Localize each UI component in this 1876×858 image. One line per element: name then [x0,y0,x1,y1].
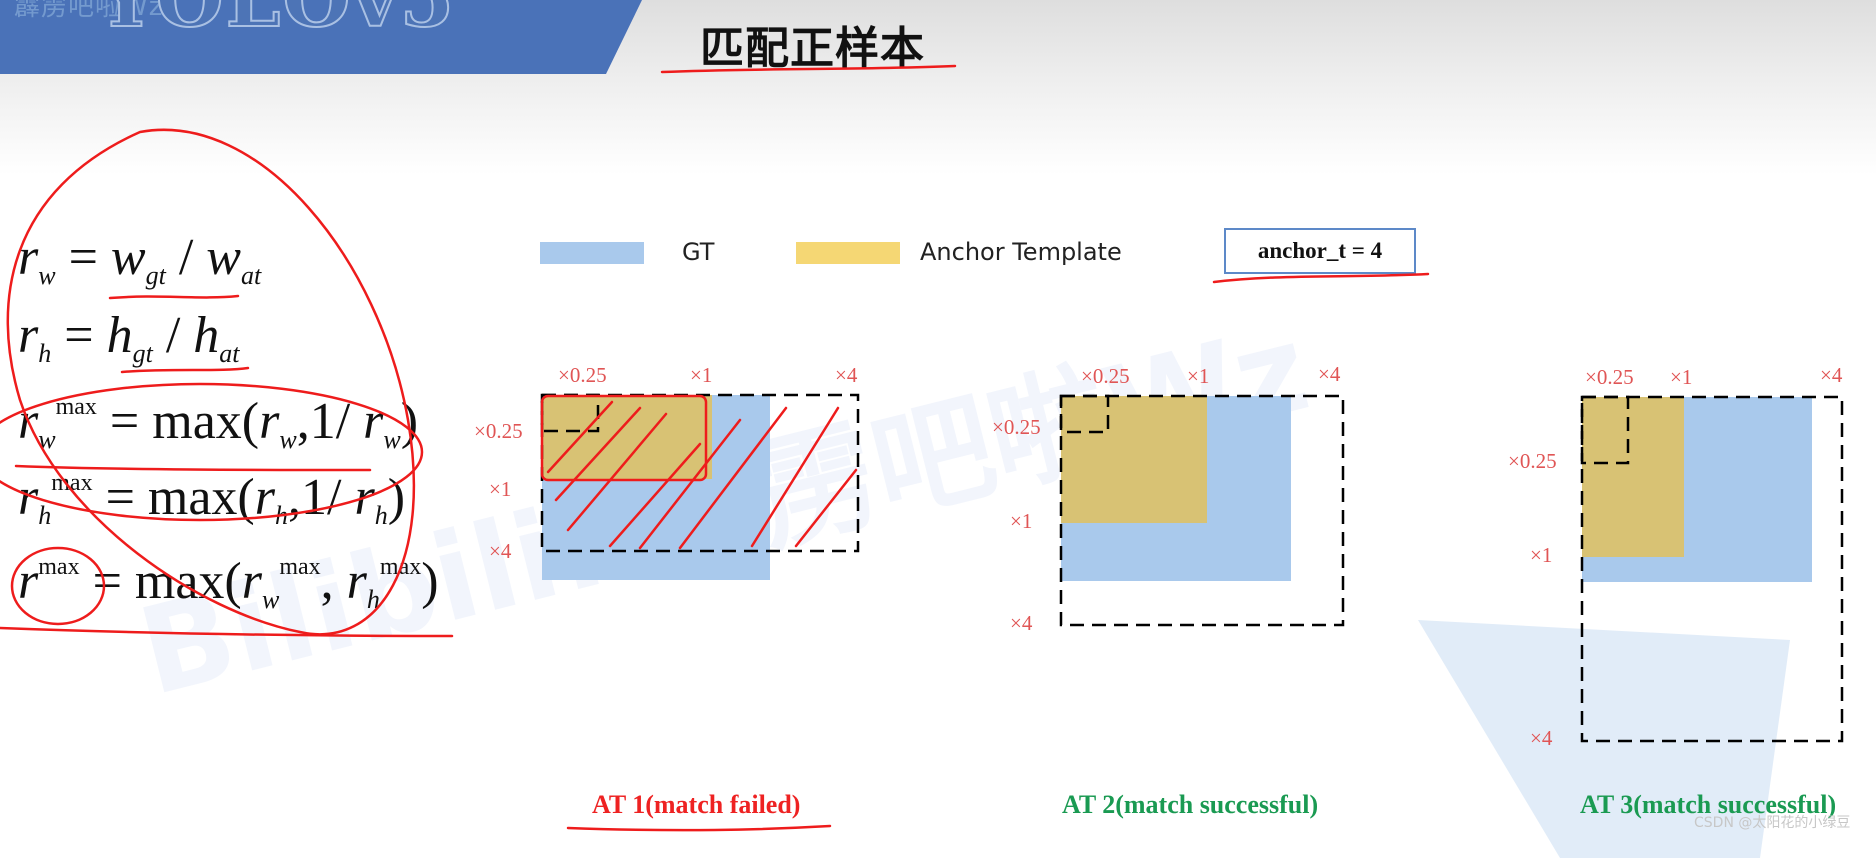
panel-1-anchor-highlight [540,394,708,482]
panel-1-anchor-box [542,395,712,479]
header-banner: 霹雳吧啦Wz YOLOv5 [0,0,660,76]
formula-rh: rh = hgt / hat [18,307,240,368]
formula-rh-max: rhmax = max(rh,1/ rh) [18,469,406,530]
csdn-credit: CSDN @太阳花的小绿豆 [1694,815,1851,831]
panel-3-watermark-shape [1418,620,1790,858]
title-underline [660,64,957,74]
panel-3: ×0.25 ×1 ×4 ×0.25 ×1 ×4 [1418,363,1844,858]
rmax-oval [10,546,106,626]
panel-1-hatch-7 [750,406,840,548]
panel-1-caption: AT 1(match failed) [592,790,801,819]
panel-2-top-025: ×0.25 [1081,364,1130,388]
banner-channel-text: 霹雳吧啦Wz [14,0,164,22]
panel-3-left-4: ×4 [1530,726,1553,750]
panel-1-hatch-5 [638,418,742,550]
formula-r-max: rmax = max(rwmax, rhmax) [18,553,439,614]
formula-rw: rw = wgt / wat [18,229,262,290]
panel-1-top-4: ×4 [835,363,858,387]
big-oval [6,128,416,636]
panel-1-hatch-1 [546,400,614,474]
panel-1-left-025: ×0.25 [474,419,523,443]
anchor-t-underline [1212,272,1430,284]
panel-2: ×0.25 ×1 ×4 ×0.25 ×1 ×4 [992,362,1345,635]
panel-1-hatch-2 [554,406,642,502]
wgt-underline [108,294,240,300]
panel-2-caption: AT 2(match successful) [1062,790,1319,819]
panel-1-hatch-8 [794,468,858,548]
banner-logo: YOLOv5 [97,0,456,46]
hgt-underline [120,366,250,374]
panel-2-top-4: ×4 [1318,362,1341,386]
rmax-underline [0,626,454,638]
panel-3-caption: AT 3(match successful) [1580,790,1837,819]
panel-2-anchor-box [1061,396,1207,523]
panel-3-left-1: ×1 [1530,543,1552,567]
panel-2-left-4: ×4 [1010,611,1033,635]
panel-1-left-1: ×1 [489,477,511,501]
panel-3-left-025: ×0.25 [1508,449,1557,473]
caption-1-underline [566,824,832,832]
anchor-legend-label: Anchor Template [920,238,1122,266]
panel-1-left-4: ×4 [489,539,512,563]
panel-1-top-025: ×0.25 [558,363,607,387]
gt-legend-label: GT [682,238,715,266]
panel-3-anchor-box [1582,397,1684,557]
anchor-legend-swatch [796,242,900,264]
slide-title: 匹配正样本 [700,23,925,74]
rwmax-underline [14,464,372,472]
panel-2-top-1: ×1 [1187,364,1209,388]
panel-2-anchor-x4 [1059,394,1345,627]
panel-3-anchor-x4 [1580,395,1844,743]
panel-3-top-1: ×1 [1670,365,1692,389]
red-annotations [0,64,1430,832]
panel-3-top-4: ×4 [1820,363,1843,387]
anchor-t-box: anchor_t = 4 [1224,228,1416,274]
banner-shape [0,0,642,74]
panel-3-top-025: ×0.25 [1585,365,1634,389]
panel-1-hatch-4 [608,442,702,548]
panel-1-hatch-6 [678,406,788,550]
panel-2-left-1: ×1 [1010,509,1032,533]
panel-2-left-025: ×0.25 [992,415,1041,439]
panel-1-top-1: ×1 [690,363,712,387]
panel-1-hatch-3 [566,412,668,532]
rw-rh-max-oval [0,382,424,522]
gt-legend-swatch [540,242,644,264]
